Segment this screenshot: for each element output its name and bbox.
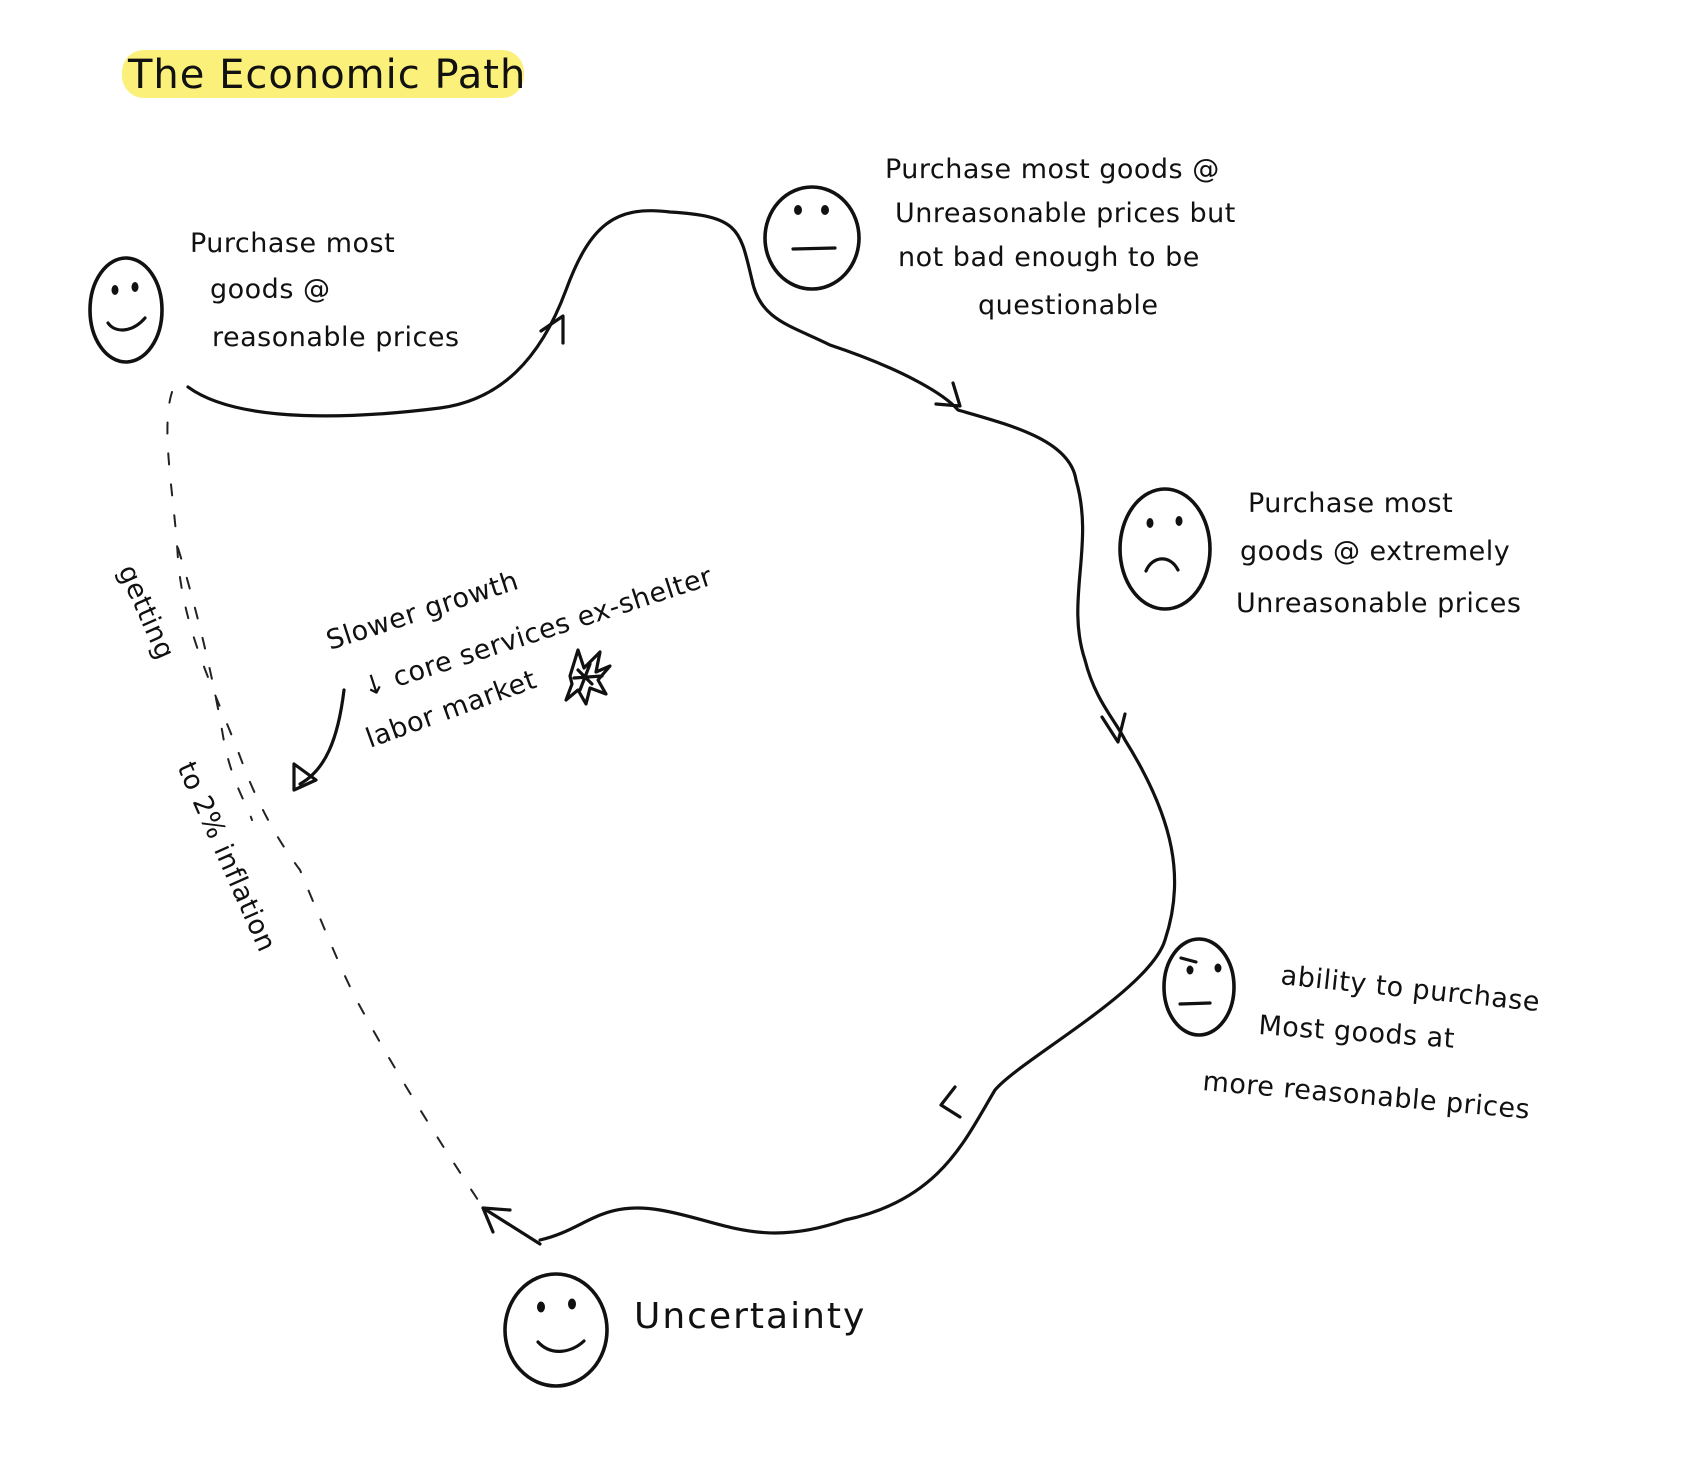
stage-5-line-1: Uncertainty bbox=[634, 1296, 866, 1337]
arrowhead-3 bbox=[1100, 712, 1127, 744]
arrowhead-4 bbox=[939, 1085, 962, 1119]
stage-2-line-2: Unreasonable prices but bbox=[895, 198, 1236, 229]
title-highlight bbox=[122, 50, 524, 98]
stage-3: Purchase most goods @ extremely Unreason… bbox=[1118, 487, 1521, 619]
arrowhead-1 bbox=[539, 314, 565, 345]
stage-2: Purchase most goods @ Unreasonable price… bbox=[763, 154, 1236, 321]
stage-2-line-4: questionable bbox=[978, 290, 1158, 321]
scribble-star-icon bbox=[564, 648, 612, 706]
stage-4-line-3: more reasonable prices bbox=[1201, 1066, 1531, 1126]
return-path-line-2: to 2% inflation bbox=[171, 757, 282, 956]
inner-note-arrow bbox=[298, 688, 346, 786]
stage-4: ability to purchase Most goods at more r… bbox=[1162, 937, 1542, 1126]
frown-face-icon bbox=[1118, 487, 1212, 611]
return-path-label-2: to 2% inflation bbox=[171, 757, 282, 956]
stage-3-line-2: goods @ extremely bbox=[1240, 536, 1510, 567]
arrowhead-2 bbox=[934, 381, 962, 408]
smile-face-icon bbox=[88, 256, 164, 364]
stage-4-line-2: Most goods at bbox=[1258, 1010, 1456, 1055]
inner-note: Slower growth ↓ core services ex-shelter… bbox=[292, 561, 717, 792]
stage-1: Purchase most goods @ reasonable prices bbox=[88, 228, 460, 364]
return-path-line-1: getting bbox=[112, 560, 181, 664]
stage-3-line-3: Unreasonable prices bbox=[1236, 588, 1521, 619]
return-path-dashes bbox=[166, 391, 479, 1201]
stage-2-line-1: Purchase most goods @ bbox=[885, 154, 1220, 185]
dashed-line-inner bbox=[177, 547, 253, 821]
stage-1-line-3: reasonable prices bbox=[212, 322, 460, 353]
stage-1-line-2: goods @ bbox=[210, 274, 330, 305]
stage-2-line-3: not bad enough to be bbox=[898, 242, 1200, 273]
stage-3-line-1: Purchase most bbox=[1248, 488, 1453, 519]
title-group: The Economic Path bbox=[122, 50, 526, 98]
arrowhead-5 bbox=[481, 1206, 542, 1246]
neutral-face-icon bbox=[763, 185, 861, 291]
stage-1-line-1: Purchase most bbox=[190, 228, 395, 259]
return-path-label: getting bbox=[112, 560, 181, 664]
inner-note-arrowhead bbox=[292, 762, 318, 792]
smile-face-icon-bottom bbox=[503, 1272, 609, 1388]
cycle-path bbox=[186, 209, 1177, 1242]
stage-4-line-1: ability to purchase bbox=[1279, 960, 1541, 1018]
stage-5: Uncertainty bbox=[503, 1272, 866, 1388]
skeptical-face-icon bbox=[1162, 937, 1236, 1037]
inner-note-line-2: ↓ core services ex-shelter bbox=[359, 561, 717, 704]
page-title: The Economic Path bbox=[127, 52, 526, 98]
